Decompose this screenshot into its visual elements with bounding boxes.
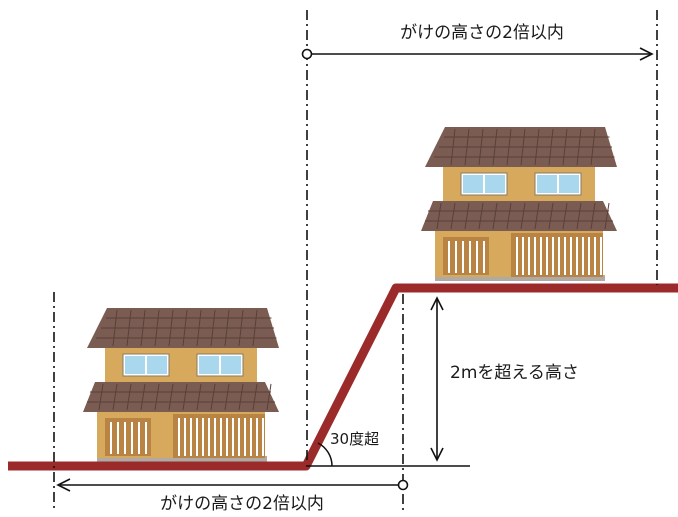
height-dimension-arrow <box>430 296 444 462</box>
top-dimension-label: がけの高さの2倍以内 <box>400 23 564 43</box>
angle-arc <box>317 442 333 467</box>
house-upper <box>420 126 618 282</box>
angle-label: 30度超 <box>330 430 379 448</box>
ground-line <box>8 283 678 471</box>
bottom-dimension-arrow <box>56 478 409 492</box>
height-dimension-label: 2mを超える高さ <box>450 363 579 383</box>
guide-lines <box>53 10 658 512</box>
bottom-dimension-label: がけの高さの2倍以内 <box>160 494 324 514</box>
top-dimension-arrow <box>301 47 654 61</box>
house-lower <box>82 307 280 463</box>
